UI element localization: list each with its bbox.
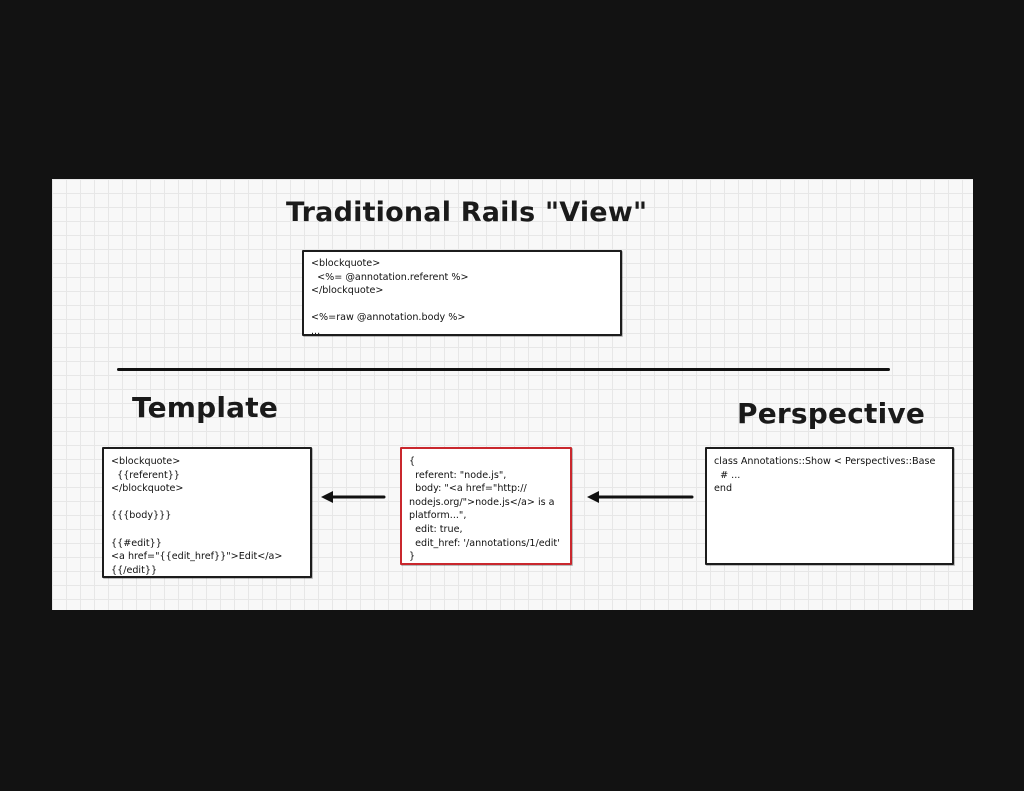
traditional-view-code-box: <blockquote> <%= @annotation.referent %>… [302, 250, 622, 337]
perspective-code: class Annotations::Show < Perspectives::… [714, 456, 936, 495]
template-code-box: <blockquote> {{referent}} </blockquote> … [102, 447, 312, 578]
arrow-left-icon [587, 491, 694, 503]
perspective-title: Perspective [737, 397, 926, 430]
traditional-view-code: <blockquote> <%= @annotation.referent %>… [311, 258, 469, 337]
diagram-board: Traditional Rails "View" <blockquote> <%… [52, 179, 973, 610]
json-data-code: { referent: "node.js", body: "<a href="h… [409, 456, 560, 563]
perspective-code-box: class Annotations::Show < Perspectives::… [705, 447, 954, 565]
traditional-view-title: Traditional Rails "View" [286, 197, 648, 228]
template-code: <blockquote> {{referent}} </blockquote> … [111, 456, 283, 576]
section-divider [117, 368, 890, 371]
json-data-box: { referent: "node.js", body: "<a href="h… [400, 447, 572, 565]
arrow-left-icon [321, 491, 386, 503]
template-title: Template [132, 391, 279, 424]
